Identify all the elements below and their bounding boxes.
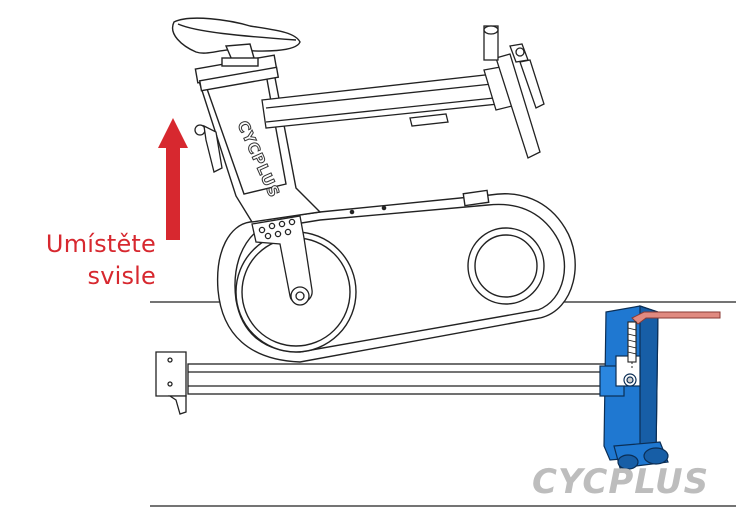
hex-key-tool <box>627 311 721 368</box>
base-bar <box>155 351 609 415</box>
handlebar <box>483 25 545 159</box>
crank-arm <box>251 215 313 306</box>
top-rail <box>261 65 513 129</box>
instruction-text: Umístěte svisle <box>0 228 156 292</box>
seat-clamp-lever <box>194 124 223 173</box>
stabilizer-bracket <box>599 305 669 470</box>
brand-watermark: CYCPLUS <box>532 462 710 502</box>
up-arrow-icon <box>158 118 188 240</box>
saddle <box>171 17 301 67</box>
instruction-line-2: svisle <box>87 262 156 290</box>
instruction-line-1: Umístěte <box>45 230 156 258</box>
